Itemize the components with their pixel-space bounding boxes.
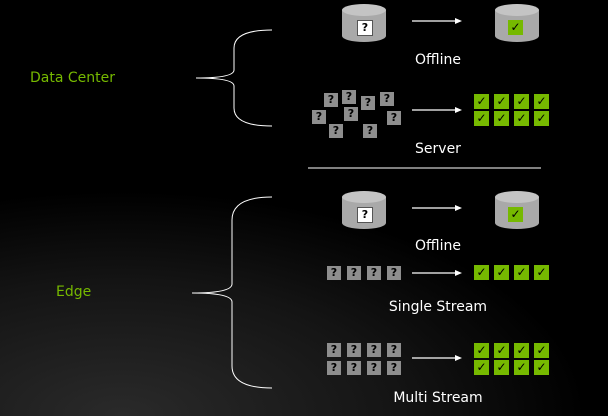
data-center-brace bbox=[195, 29, 273, 127]
question-icon: ? bbox=[387, 111, 401, 125]
check-icon: ✓ bbox=[534, 360, 549, 375]
edge-brace bbox=[191, 196, 273, 389]
check-icon: ✓ bbox=[494, 265, 509, 280]
edge-label: Edge bbox=[56, 284, 92, 300]
check-icon: ✓ bbox=[534, 343, 549, 358]
question-icon: ? bbox=[357, 20, 373, 36]
check-icon: ✓ bbox=[534, 265, 549, 280]
question-icon: ? bbox=[327, 266, 341, 280]
question-icon: ? bbox=[344, 107, 358, 121]
arrow-edge-offline bbox=[412, 205, 462, 211]
data-center-label: Data Center bbox=[30, 70, 115, 86]
question-icon: ? bbox=[361, 96, 375, 110]
check-icon: ✓ bbox=[508, 207, 523, 222]
question-icon: ? bbox=[387, 361, 401, 375]
check-icon: ✓ bbox=[494, 94, 509, 109]
question-icon: ? bbox=[324, 93, 338, 107]
check-icon: ✓ bbox=[494, 111, 509, 126]
arrow-edge-multi bbox=[412, 355, 462, 361]
check-icon: ✓ bbox=[514, 94, 529, 109]
check-icon: ✓ bbox=[474, 94, 489, 109]
arrow-dc-offline bbox=[412, 18, 462, 24]
check-icon: ✓ bbox=[514, 343, 529, 358]
question-icon: ? bbox=[387, 266, 401, 280]
question-icon: ? bbox=[387, 343, 401, 357]
check-icon: ✓ bbox=[474, 111, 489, 126]
edge-multi-stream-label: Multi Stream bbox=[393, 390, 483, 406]
dc-offline-label: Offline bbox=[415, 52, 461, 68]
question-icon: ? bbox=[342, 90, 356, 104]
check-icon: ✓ bbox=[474, 343, 489, 358]
arrow-edge-single bbox=[412, 270, 462, 276]
edge-single-stream-label: Single Stream bbox=[388, 299, 488, 315]
check-icon: ✓ bbox=[474, 360, 489, 375]
question-icon: ? bbox=[312, 110, 326, 124]
question-icon: ? bbox=[363, 124, 377, 138]
check-icon: ✓ bbox=[494, 343, 509, 358]
dc-server-label: Server bbox=[415, 141, 461, 157]
question-icon: ? bbox=[367, 343, 381, 357]
check-icon: ✓ bbox=[474, 265, 489, 280]
arrow-dc-server bbox=[412, 107, 462, 113]
edge-offline-label: Offline bbox=[415, 238, 461, 254]
question-icon: ? bbox=[327, 343, 341, 357]
question-icon: ? bbox=[367, 266, 381, 280]
check-icon: ✓ bbox=[514, 360, 529, 375]
check-icon: ✓ bbox=[534, 94, 549, 109]
question-icon: ? bbox=[357, 207, 373, 223]
question-icon: ? bbox=[329, 124, 343, 138]
question-icon: ? bbox=[347, 266, 361, 280]
question-icon: ? bbox=[380, 92, 394, 106]
question-icon: ? bbox=[347, 361, 361, 375]
question-icon: ? bbox=[367, 361, 381, 375]
question-icon: ? bbox=[327, 361, 341, 375]
check-icon: ✓ bbox=[508, 20, 523, 35]
check-icon: ✓ bbox=[514, 265, 529, 280]
check-icon: ✓ bbox=[534, 111, 549, 126]
check-icon: ✓ bbox=[494, 360, 509, 375]
check-icon: ✓ bbox=[514, 111, 529, 126]
question-icon: ? bbox=[347, 343, 361, 357]
